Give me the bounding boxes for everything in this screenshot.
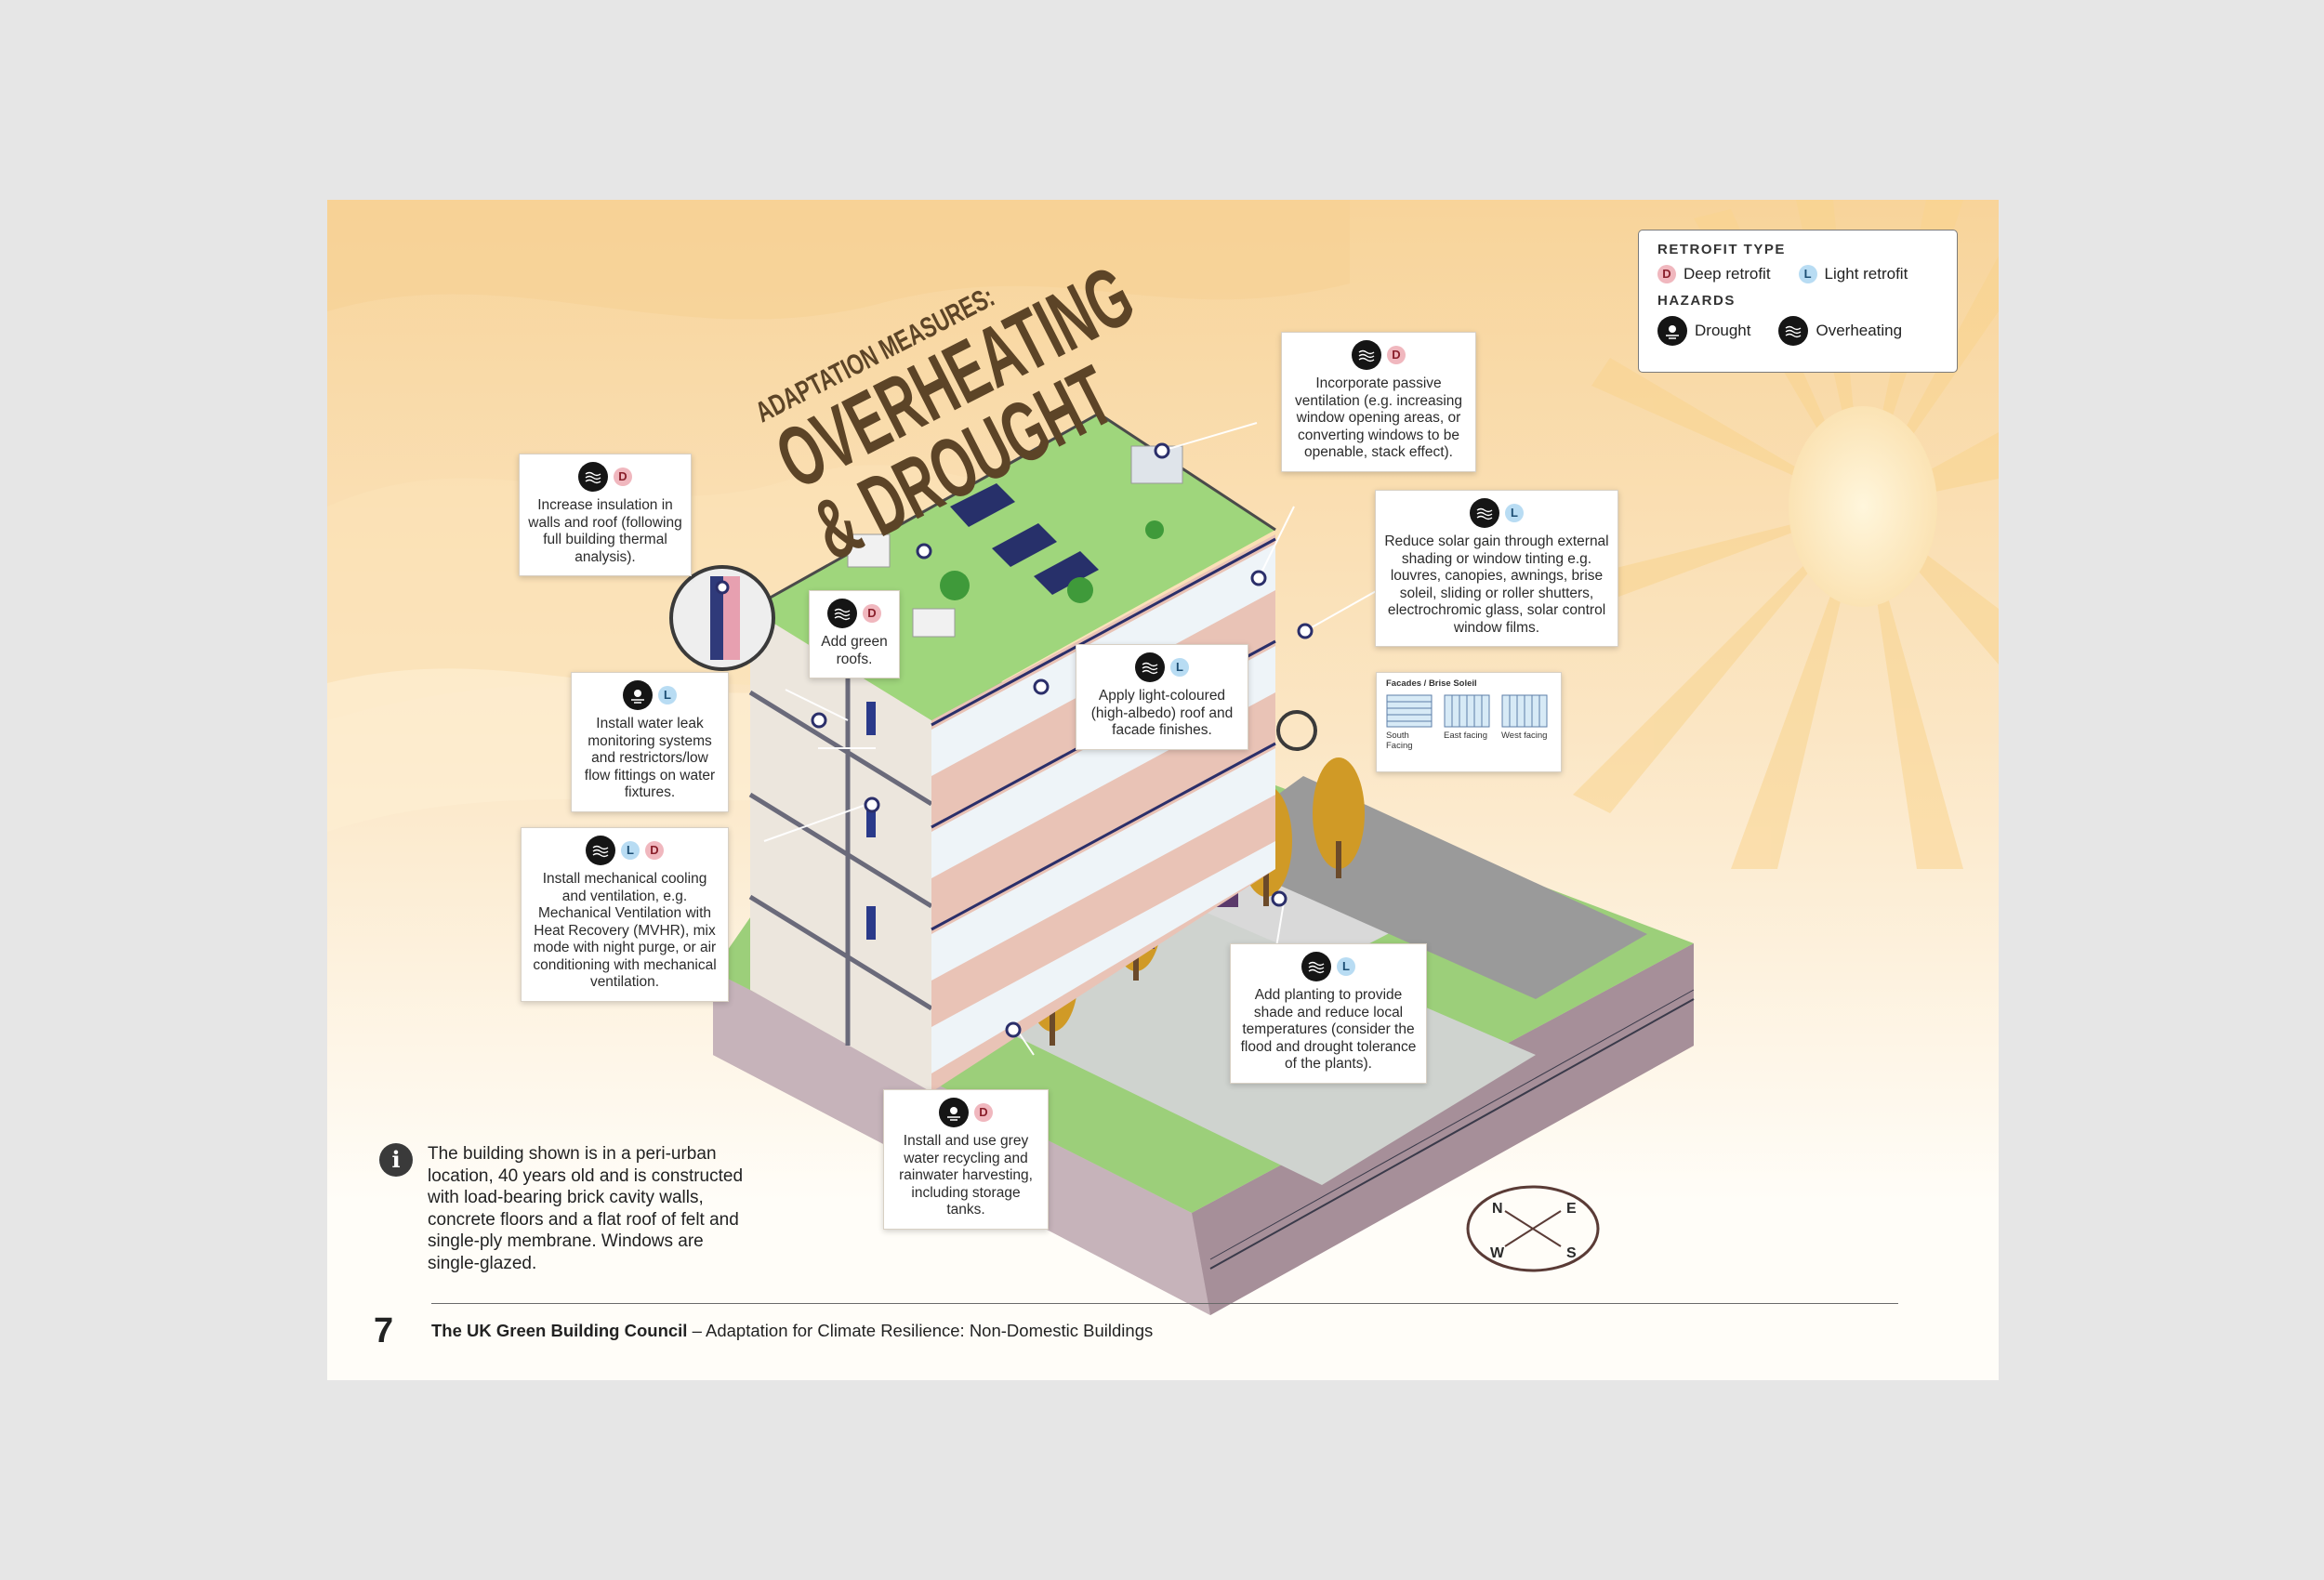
overheating-icon (1352, 340, 1381, 370)
light-badge-icon: L (1337, 957, 1355, 976)
light-badge-icon: L (1505, 504, 1524, 522)
footer-dash: – (692, 1321, 702, 1340)
overheating-icon (827, 599, 857, 628)
facades-brise-soleil-panel: Facades / Brise Soleil South Facing East… (1376, 672, 1562, 772)
footer-text: The UK Green Building Council – Adaptati… (431, 1321, 1153, 1341)
legend: RETROFIT TYPE D Deep retrofit L Light retr… (1638, 230, 1958, 373)
callout-text: Add green roofs. (821, 634, 888, 667)
overheating-icon (586, 836, 615, 865)
compass-n: N (1492, 1201, 1503, 1217)
facade-south-label: South Facing (1386, 731, 1413, 751)
footer-divider (431, 1303, 1898, 1304)
facades-title: Facades / Brise Soleil (1386, 678, 1477, 689)
overheating-icon (578, 462, 608, 492)
callout-text: Install mechanical cooling and ventilati… (533, 871, 717, 990)
legend-deep-label: Deep retrofit (1684, 265, 1771, 283)
footer-org: The UK Green Building Council (431, 1321, 688, 1340)
page-number: 7 (374, 1311, 394, 1350)
overheating-icon (1301, 952, 1331, 981)
callout-insulation: D Increase insulation in walls and roof … (519, 454, 692, 576)
callout-text: Install water leak monitoring systems an… (584, 716, 716, 800)
callout-text: Add planting to provide shade and reduce… (1240, 987, 1417, 1072)
west-facing-diagram (1501, 694, 1548, 728)
compass-e: E (1566, 1201, 1577, 1217)
legend-overheating-label: Overheating (1816, 322, 1903, 339)
legend-hazards-heading: HAZARDS (1657, 293, 1736, 309)
east-facing-diagram (1444, 694, 1490, 728)
drought-icon (623, 680, 653, 710)
callout-passive-ventilation: D Incorporate passive ventilation (e.g. … (1281, 332, 1476, 472)
callout-text: Apply light-coloured (high-albedo) roof … (1090, 688, 1234, 738)
callout-text: Reduce solar gain through external shadi… (1384, 533, 1609, 636)
drought-icon (939, 1098, 969, 1127)
callout-water-leak: L Install water leak monitoring systems … (571, 672, 729, 812)
south-facing-diagram (1386, 694, 1433, 728)
sun (1789, 406, 1937, 607)
deep-badge-icon: D (645, 841, 664, 860)
light-badge-icon: L (621, 841, 640, 860)
callout-green-roofs: D Add green roofs. (809, 590, 900, 678)
legend-light-label: Light retrofit (1824, 265, 1908, 283)
callout-text: Increase insulation in walls and roof (f… (528, 497, 682, 565)
deep-badge-icon: D (1657, 265, 1676, 283)
compass-w: W (1490, 1245, 1505, 1261)
info-icon: i (379, 1143, 413, 1177)
deep-badge-icon: D (1387, 346, 1406, 364)
callout-light-coloured-finishes: L Apply light-coloured (high-albedo) roo… (1076, 644, 1248, 750)
info-text: The building shown is in a peri-urban lo… (428, 1144, 744, 1273)
callout-planting: L Add planting to provide shade and redu… (1230, 943, 1427, 1084)
light-badge-icon: L (658, 686, 677, 704)
callout-text: Install and use grey water recycling and… (899, 1133, 1033, 1218)
compass-icon: N E S W (1466, 1185, 1600, 1272)
deep-badge-icon: D (974, 1103, 993, 1122)
info-note: i The building shown is in a peri-urban … (379, 1143, 744, 1274)
legend-retrofit-heading: RETROFIT TYPE (1657, 242, 1786, 257)
compass-s: S (1566, 1245, 1577, 1261)
overheating-icon (1778, 316, 1809, 346)
overheating-icon (1135, 652, 1165, 682)
light-badge-icon: L (1170, 658, 1189, 677)
overheating-icon (1470, 498, 1499, 528)
facade-west-label: West facing (1501, 731, 1548, 741)
light-badge-icon: L (1798, 265, 1817, 283)
callout-solar-gain: L Reduce solar gain through external sha… (1375, 490, 1618, 647)
deep-badge-icon: D (863, 604, 881, 623)
deep-badge-icon: D (614, 467, 632, 486)
callout-grey-water: D Install and use grey water recycling a… (883, 1089, 1049, 1230)
legend-drought-label: Drought (1695, 322, 1751, 339)
footer-doc: Adaptation for Climate Resilience: Non-D… (706, 1321, 1154, 1340)
callout-text: Incorporate passive ventilation (e.g. in… (1294, 375, 1463, 460)
page: ADAPTATION MEASURES: OVERHEATING & DROUG… (327, 200, 1999, 1380)
facade-east-label: East facing (1444, 731, 1487, 741)
drought-icon (1657, 316, 1687, 346)
